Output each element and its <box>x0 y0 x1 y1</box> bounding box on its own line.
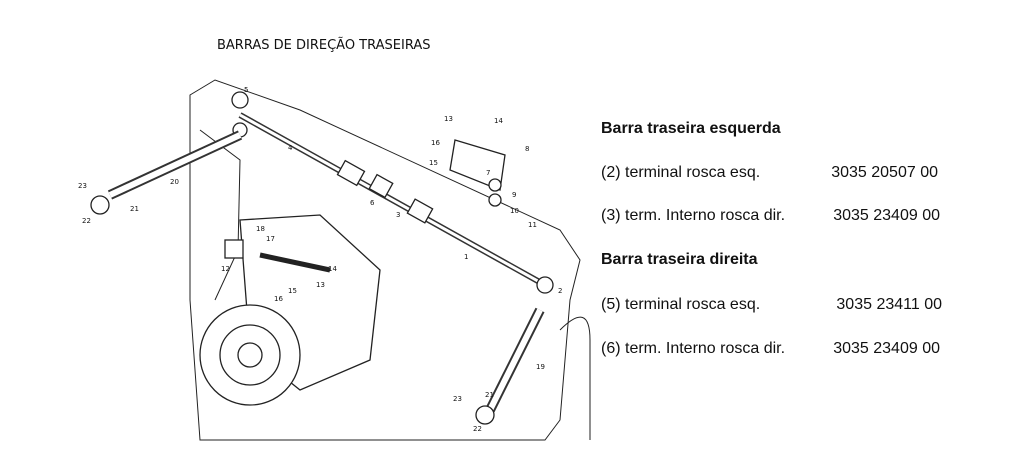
callout: 10 <box>510 207 519 215</box>
callout: 11 <box>528 221 537 229</box>
callout: 3 <box>396 211 400 219</box>
callout: 16 <box>274 295 283 303</box>
callout: 13 <box>444 115 453 123</box>
callout: 17 <box>266 235 275 243</box>
part-description: (2) terminal rosca esq. <box>601 164 761 181</box>
callout: 4 <box>288 144 293 152</box>
callout-labels: 5 4 20 23 21 22 13 14 16 15 8 7 9 10 11 … <box>78 86 562 433</box>
callout: 22 <box>473 425 482 433</box>
callout: 8 <box>525 145 529 153</box>
steering-rod-exploded-diagram: 5 4 20 23 21 22 13 14 16 15 8 7 9 10 11 … <box>78 79 591 441</box>
callout: 20 <box>170 178 179 186</box>
callout: 7 <box>486 169 490 177</box>
callout: 12 <box>221 265 230 273</box>
callout: 23 <box>78 182 87 190</box>
callout: 13 <box>316 281 325 289</box>
part-description: (5) terminal rosca esq. <box>601 296 761 313</box>
callout: 9 <box>512 191 516 199</box>
callout: 19 <box>536 363 545 371</box>
part-row: (3) term. Interno rosca dir. 3035 23409 … <box>601 207 946 225</box>
callout: 21 <box>130 205 139 213</box>
part-row: (2) terminal rosca esq. 3035 20507 00 <box>601 164 946 182</box>
part-number: 3035 23409 00 <box>833 340 940 357</box>
part-number: 3035 23409 00 <box>833 207 940 224</box>
diagram-title: BARRAS DE DIREÇÃO TRASEIRAS <box>217 38 431 53</box>
part-row: (6) term. Interno rosca dir. 3035 23409 … <box>601 340 946 358</box>
right-bar-heading: Barra traseira direita <box>601 251 758 268</box>
part-number: 3035 23411 00 <box>836 296 942 313</box>
callout: 2 <box>558 287 562 295</box>
callout: 18 <box>256 225 265 233</box>
callout: 21 <box>485 391 494 399</box>
callout: 14 <box>328 265 337 273</box>
callout: 22 <box>82 217 91 225</box>
part-row: (5) terminal rosca esq. 3035 23411 00 <box>601 296 946 314</box>
part-number: 3035 20507 00 <box>831 164 938 181</box>
callout: 23 <box>453 395 462 403</box>
callout: 15 <box>429 159 438 167</box>
callout: 1 <box>464 253 468 261</box>
left-bar-heading: Barra traseira esquerda <box>601 120 781 137</box>
callout: 6 <box>370 199 375 207</box>
callout: 15 <box>288 287 297 295</box>
callout: 16 <box>431 139 440 147</box>
callout: 14 <box>494 117 503 125</box>
callout: 5 <box>244 86 248 94</box>
part-description: (6) term. Interno rosca dir. <box>601 340 786 357</box>
part-description: (3) term. Interno rosca dir. <box>601 207 786 224</box>
